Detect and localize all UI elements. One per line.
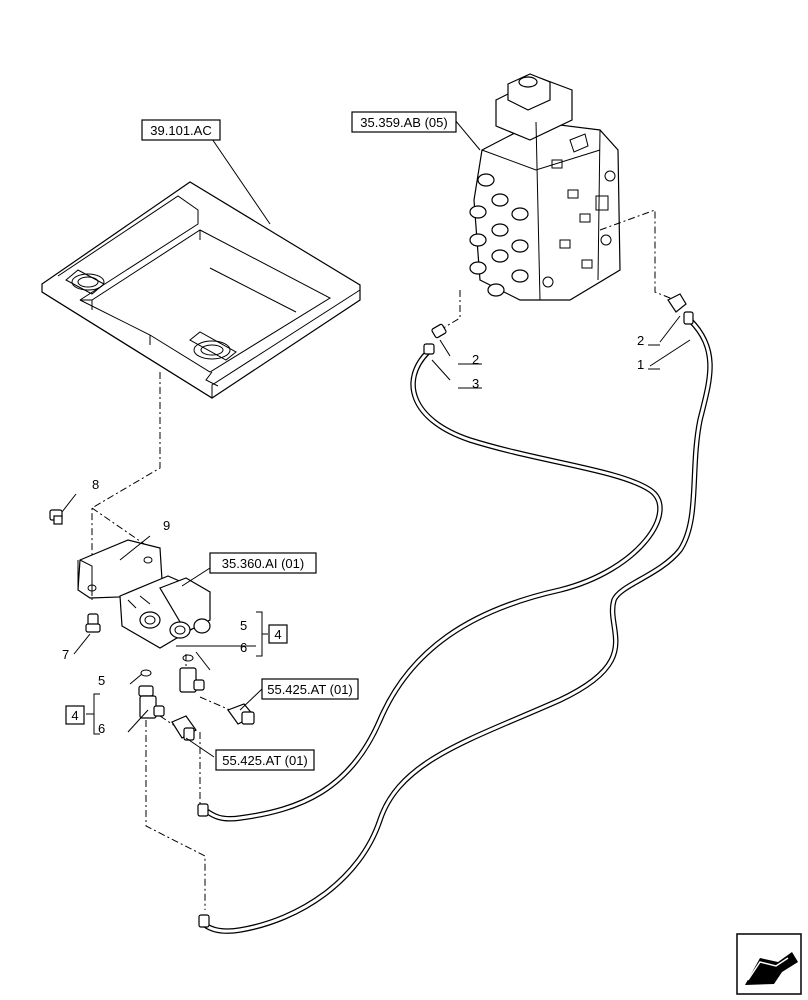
item-1: 1 xyxy=(637,357,644,372)
item-5-upper: 5 xyxy=(240,618,247,633)
control-valve xyxy=(469,73,621,301)
ref-seat-base-label: 39.101.AC xyxy=(150,123,211,138)
kit-box-upper-label: 4 xyxy=(274,627,281,642)
tee-fitting-6-lower xyxy=(138,685,165,719)
item-6-upper: 6 xyxy=(240,640,247,655)
o-ring-5-lower xyxy=(140,669,152,677)
ref-sensor-upper[interactable]: 55.425.AT (01) xyxy=(261,678,359,700)
item-6-lower: 6 xyxy=(98,721,105,736)
ref-sensor-lower-label: 55.425.AT (01) xyxy=(222,753,308,768)
seat-base xyxy=(41,181,361,399)
previous-page-arrow-icon[interactable] xyxy=(736,933,802,995)
item-2-left: 2 xyxy=(472,352,479,367)
o-ring-5-upper xyxy=(182,654,194,662)
ref-seat-base[interactable]: 39.101.AC xyxy=(141,119,221,141)
kit-box-upper: 4 xyxy=(268,624,288,644)
leader-lines xyxy=(61,119,691,758)
hose-a xyxy=(202,349,663,822)
ref-pilot-block-label: 35.360.AI (01) xyxy=(222,556,304,571)
bolt-8 xyxy=(49,509,63,525)
hose-b xyxy=(202,317,713,934)
pilot-solenoid-block xyxy=(119,575,211,649)
kit-box-lower-label: 4 xyxy=(71,708,78,723)
item-2-right: 2 xyxy=(637,333,644,348)
pressure-sensor-upper xyxy=(227,703,255,725)
item-7: 7 xyxy=(62,647,69,662)
pressure-sensor-lower xyxy=(171,715,197,741)
ref-sensor-upper-label: 55.425.AT (01) xyxy=(267,682,353,697)
hose-fitting-upper-left xyxy=(423,323,447,355)
ref-control-valve[interactable]: 35.359.AB (05) xyxy=(351,111,457,133)
ref-control-valve-label: 35.359.AB (05) xyxy=(360,115,447,130)
hose-fitting-lower-a xyxy=(197,803,209,817)
hose-fitting-lower-b xyxy=(198,914,210,928)
tee-fitting-6-upper xyxy=(179,667,205,693)
kit-box-lower: 4 xyxy=(65,705,85,725)
hose-fitting-upper-right xyxy=(667,293,694,325)
item-3: 3 xyxy=(472,376,479,391)
item-5-lower: 5 xyxy=(98,673,105,688)
item-8: 8 xyxy=(92,477,99,492)
item-9: 9 xyxy=(163,518,170,533)
bolt-7 xyxy=(85,613,101,633)
ref-pilot-block[interactable]: 35.360.AI (01) xyxy=(209,552,317,574)
ref-sensor-lower[interactable]: 55.425.AT (01) xyxy=(215,749,315,771)
